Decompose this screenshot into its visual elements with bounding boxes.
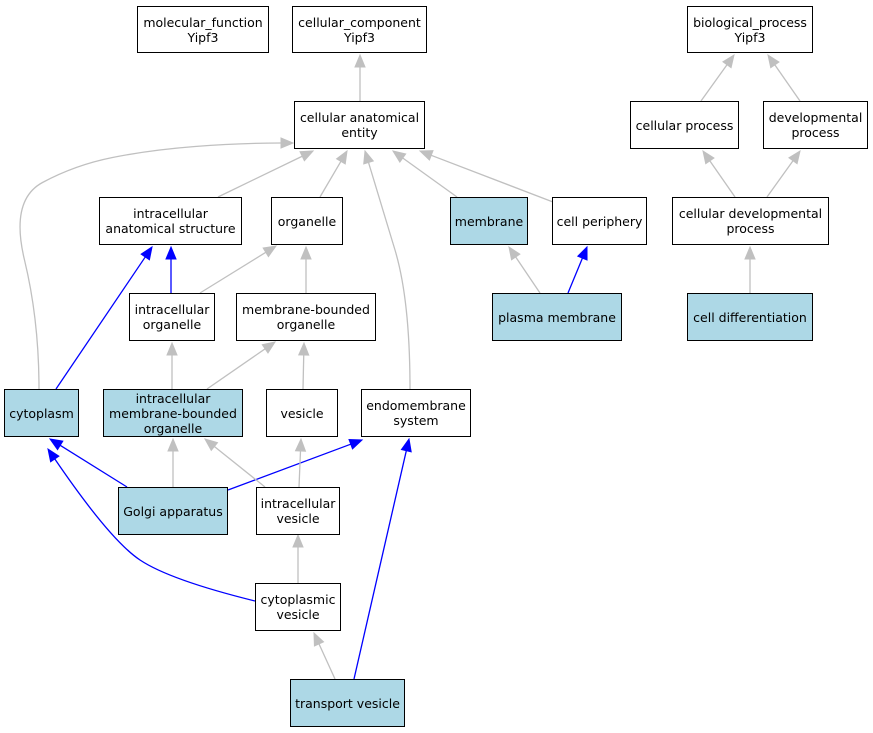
node-cell-periphery[interactable]: cell periphery bbox=[552, 197, 647, 245]
arrowhead-cytoplasm-to-cae bbox=[280, 137, 295, 149]
edge-developmental_process-to-bp_root bbox=[774, 64, 801, 102]
arrowhead-cytoplasm-to-intracellular_anatomical_structure bbox=[140, 245, 153, 261]
edge-membrane-to-cae bbox=[402, 157, 458, 198]
arrowhead-golgi_apparatus-to-cytoplasm bbox=[48, 438, 64, 451]
arrowhead-cell_periphery-to-cae bbox=[418, 150, 434, 161]
node-cellular-anatomical-entity[interactable]: cellular anatomical entity bbox=[294, 101, 425, 149]
arrowhead-golgi_apparatus-to-endomembrane_system bbox=[348, 438, 364, 450]
arrowhead-intracellular_mbo-to-membrane_bounded_organelle bbox=[261, 341, 277, 354]
arrowhead-cellular_process-to-bp_root bbox=[722, 53, 735, 69]
edge-cellular_developmental_process-to-developmental_process bbox=[766, 160, 794, 198]
node-golgi-apparatus[interactable]: Golgi apparatus bbox=[118, 487, 228, 535]
arrowhead-organelle-to-cae bbox=[335, 149, 348, 165]
node-transport-vesicle[interactable]: transport vesicle bbox=[290, 679, 405, 727]
edge-intracellular_anatomical_structure-to-cae bbox=[217, 155, 303, 198]
arrowhead-membrane-to-cae bbox=[391, 150, 407, 163]
node-vesicle[interactable]: vesicle bbox=[266, 389, 338, 437]
arrowhead-cellular_developmental_process-to-developmental_process bbox=[788, 149, 801, 165]
node-intracellular-vesicle[interactable]: intracellular vesicle bbox=[256, 487, 340, 535]
arrowhead-membrane_bounded_organelle-to-organelle bbox=[300, 245, 312, 260]
arrowhead-cytoplasmic_vesicle-to-cytoplasm bbox=[47, 447, 60, 463]
edge-intracellular_vesicle-to-vesicle bbox=[298, 450, 302, 488]
arrowhead-vesicle-to-membrane_bounded_organelle bbox=[297, 341, 310, 356]
node-cellular-developmental-process[interactable]: cellular developmental process bbox=[672, 197, 829, 245]
node-intracellular-organelle[interactable]: intracellular organelle bbox=[129, 293, 215, 341]
node-cytoplasm[interactable]: cytoplasm bbox=[4, 389, 79, 437]
node-intracellular-anatomical-structure[interactable]: intracellular anatomical structure bbox=[99, 197, 242, 245]
edge-golgi_apparatus-to-endomembrane_system bbox=[227, 443, 351, 491]
node-biological-process[interactable]: biological_process Yipf3 bbox=[687, 6, 813, 53]
edge-transport_vesicle-to-cytoplasmic_vesicle bbox=[318, 643, 336, 680]
edge-endomembrane_system-to-cae bbox=[367, 162, 411, 390]
arrowhead-plasma_membrane-to-membrane bbox=[508, 245, 521, 261]
arrowhead-intracellular_vesicle-to-vesicle bbox=[294, 437, 307, 452]
edge-cytoplasmic_vesicle-to-cytoplasm bbox=[54, 458, 256, 602]
node-developmental-process[interactable]: developmental process bbox=[763, 101, 868, 149]
arrowhead-transport_vesicle-to-cytoplasmic_vesicle bbox=[313, 631, 325, 647]
edge-cellular_process-to-bp_root bbox=[700, 64, 728, 102]
edge-intracellular_vesicle-to-intracellular_mbo bbox=[213, 445, 266, 488]
edge-cellular_developmental_process-to-cellular_process bbox=[709, 160, 736, 198]
node-cellular-component[interactable]: cellular_component Yipf3 bbox=[292, 6, 427, 53]
edge-plasma_membrane-to-cell_periphery bbox=[567, 257, 584, 294]
node-membrane[interactable]: membrane bbox=[450, 197, 528, 245]
arrowhead-intracellular_mbo-to-intracellular_organelle bbox=[166, 341, 178, 356]
node-cellular-process[interactable]: cellular process bbox=[630, 101, 739, 149]
edge-intracellular_mbo-to-membrane_bounded_organelle bbox=[206, 348, 266, 390]
arrowhead-golgi_apparatus-to-intracellular_mbo bbox=[167, 437, 179, 452]
arrowhead-intracellular_organelle-to-intracellular_anatomical_structure bbox=[165, 245, 177, 260]
edge-cytoplasm-to-intracellular_anatomical_structure bbox=[55, 256, 146, 390]
arrowhead-cellular_developmental_process-to-cellular_process bbox=[702, 149, 715, 165]
arrowhead-plasma_membrane-to-cell_periphery bbox=[576, 245, 588, 261]
edge-organelle-to-cae bbox=[319, 161, 342, 198]
node-membrane-bounded-organelle[interactable]: membrane-bounded organelle bbox=[236, 293, 376, 341]
node-cell-differentiation[interactable]: cell differentiation bbox=[687, 293, 813, 341]
edge-cytoplasm-to-cae bbox=[19, 142, 282, 390]
node-plasma-membrane[interactable]: plasma membrane bbox=[492, 293, 622, 341]
arrowhead-cae-to-cc_root bbox=[354, 53, 366, 68]
arrowhead-endomembrane_system-to-cae bbox=[363, 149, 375, 165]
edge-vesicle-to-membrane_bounded_organelle bbox=[302, 354, 305, 390]
node-molecular-function[interactable]: molecular_function Yipf3 bbox=[137, 6, 269, 53]
node-endomembrane-system[interactable]: endomembrane system bbox=[361, 389, 471, 437]
edge-golgi_apparatus-to-cytoplasm bbox=[59, 444, 128, 488]
arrowhead-transport_vesicle-to-endomembrane_system bbox=[400, 437, 412, 453]
node-cytoplasmic-vesicle[interactable]: cytoplasmic vesicle bbox=[255, 583, 341, 631]
edge-transport_vesicle-to-endomembrane_system bbox=[353, 450, 407, 680]
edge-cell_periphery-to-cae bbox=[430, 154, 554, 203]
arrowhead-cytoplasmic_vesicle-to-intracellular_vesicle bbox=[292, 533, 304, 548]
arrowhead-cell_differentiation-to-cellular_developmental_process bbox=[744, 245, 756, 260]
edge-intracellular_organelle-to-organelle bbox=[199, 251, 267, 294]
node-intracellular-membrane-bounded-organelle[interactable]: intracellular membrane-bounded organelle bbox=[103, 389, 243, 437]
node-organelle[interactable]: organelle bbox=[271, 197, 343, 245]
arrowhead-intracellular_vesicle-to-intracellular_mbo bbox=[203, 438, 219, 452]
arrowhead-developmental_process-to-bp_root bbox=[767, 53, 780, 69]
arrowhead-intracellular_organelle-to-organelle bbox=[262, 245, 278, 258]
arrowhead-intracellular_anatomical_structure-to-cae bbox=[299, 150, 315, 162]
edge-plasma_membrane-to-membrane bbox=[515, 256, 541, 294]
